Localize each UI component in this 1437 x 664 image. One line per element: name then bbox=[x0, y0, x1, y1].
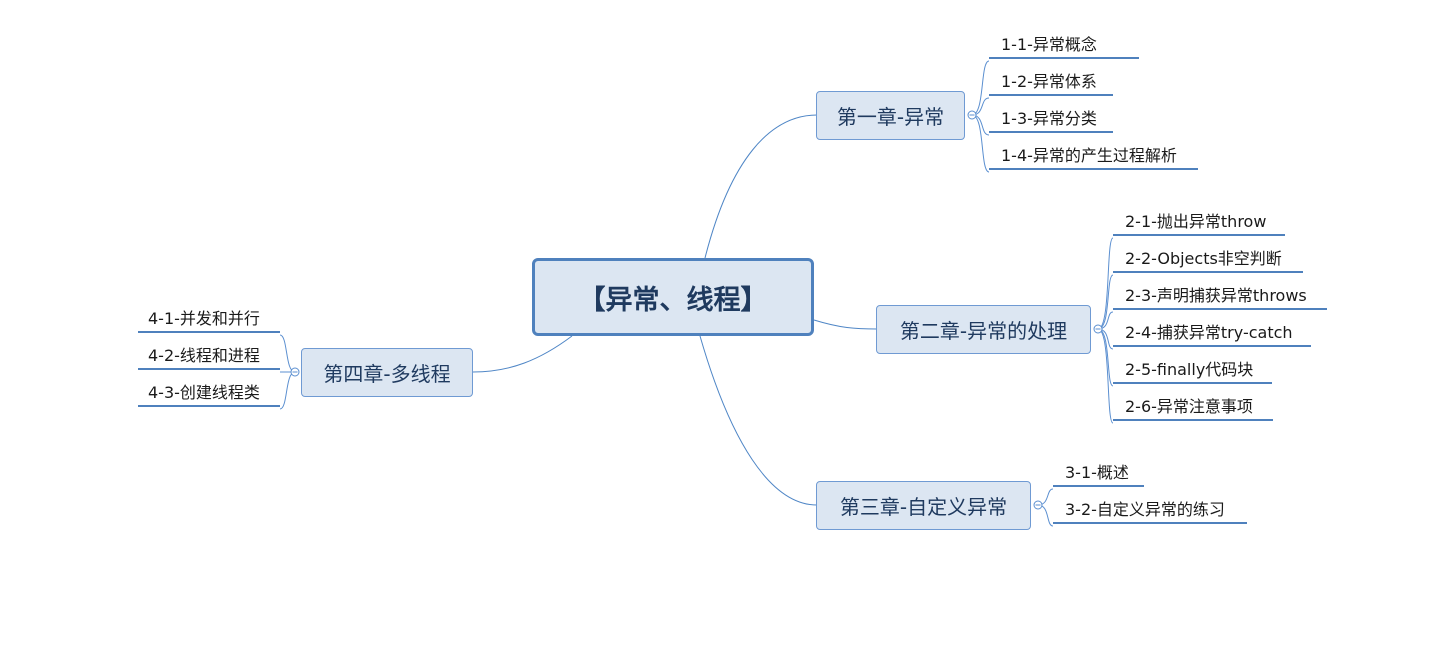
leaf-2-3-label: 2-3-声明捕获异常throws bbox=[1125, 286, 1307, 305]
leaf-2-5[interactable]: 2-5-finally代码块 bbox=[1113, 359, 1272, 384]
link-ch1-leaf1 bbox=[971, 60, 990, 116]
leaf-1-4-label: 1-4-异常的产生过程解析 bbox=[1001, 146, 1177, 165]
leaf-3-2[interactable]: 3-2-自定义异常的练习 bbox=[1053, 499, 1247, 524]
chapter-4-label: 第四章-多线程 bbox=[323, 362, 451, 386]
collapse-toggle-ch2[interactable] bbox=[1093, 324, 1103, 334]
leaf-4-3[interactable]: 4-3-创建线程类 bbox=[138, 382, 280, 407]
link-central-ch2 bbox=[813, 319, 878, 330]
leaf-1-1[interactable]: 1-1-异常概念 bbox=[989, 34, 1139, 59]
leaf-1-2-label: 1-2-异常体系 bbox=[1001, 72, 1097, 91]
leaf-2-1[interactable]: 2-1-抛出异常throw bbox=[1113, 211, 1285, 236]
central-topic[interactable]: 【异常、线程】 bbox=[532, 258, 814, 336]
link-ch4-leaf3 bbox=[279, 371, 296, 410]
collapse-toggles bbox=[290, 110, 1103, 510]
leaf-1-1-label: 1-1-异常概念 bbox=[1001, 35, 1097, 54]
central-topic-label: 【异常、线程】 bbox=[578, 284, 768, 316]
link-ch2-leaf6 bbox=[1097, 328, 1114, 424]
chapter-3-topic[interactable]: 第三章-自定义异常 bbox=[816, 481, 1031, 530]
leaf-2-1-label: 2-1-抛出异常throw bbox=[1125, 212, 1267, 231]
leaf-1-3-label: 1-3-异常分类 bbox=[1001, 109, 1097, 128]
link-ch2-leaf2 bbox=[1097, 274, 1114, 330]
leaf-2-2[interactable]: 2-2-Objects非空判断 bbox=[1113, 248, 1303, 273]
collapse-toggle-ch3[interactable] bbox=[1033, 500, 1043, 510]
leaf-3-2-label: 3-2-自定义异常的练习 bbox=[1065, 500, 1225, 519]
leaf-4-1-label: 4-1-并发和并行 bbox=[148, 309, 260, 328]
leaf-2-3[interactable]: 2-3-声明捕获异常throws bbox=[1113, 285, 1327, 310]
leaf-2-6[interactable]: 2-6-异常注意事项 bbox=[1113, 396, 1273, 421]
leaf-4-1[interactable]: 4-1-并发和并行 bbox=[138, 308, 280, 333]
leaf-2-4-label: 2-4-捕获异常try-catch bbox=[1125, 323, 1293, 342]
leaf-3-1-label: 3-1-概述 bbox=[1065, 463, 1129, 482]
leaf-2-2-label: 2-2-Objects非空判断 bbox=[1125, 249, 1282, 268]
collapse-toggle-ch1[interactable] bbox=[967, 110, 977, 120]
link-ch2-leaf5 bbox=[1097, 328, 1114, 387]
chapter-2-topic[interactable]: 第二章-异常的处理 bbox=[876, 305, 1091, 354]
link-ch2-leaf1 bbox=[1097, 237, 1114, 330]
chapter-2-label: 第二章-异常的处理 bbox=[899, 319, 1068, 343]
leaf-4-3-label: 4-3-创建线程类 bbox=[148, 383, 260, 402]
leaf-4-2-label: 4-2-线程和进程 bbox=[148, 346, 260, 365]
chapter-1-topic[interactable]: 第一章-异常 bbox=[816, 91, 965, 140]
link-ch4-leaf1 bbox=[279, 334, 296, 373]
leaf-1-4[interactable]: 1-4-异常的产生过程解析 bbox=[989, 145, 1198, 170]
chapter-3-label: 第三章-自定义异常 bbox=[839, 495, 1008, 519]
leaf-4-2[interactable]: 4-2-线程和进程 bbox=[138, 345, 280, 370]
chapter-1-label: 第一章-异常 bbox=[836, 105, 945, 129]
link-ch1-leaf4 bbox=[971, 114, 990, 173]
leaf-2-4[interactable]: 2-4-捕获异常try-catch bbox=[1113, 322, 1311, 347]
link-central-ch1 bbox=[704, 114, 818, 259]
leaf-3-1[interactable]: 3-1-概述 bbox=[1053, 462, 1144, 487]
leaf-2-5-label: 2-5-finally代码块 bbox=[1125, 360, 1254, 379]
link-central-ch3 bbox=[699, 335, 818, 506]
collapse-toggle-ch4[interactable] bbox=[290, 367, 300, 377]
leaf-1-2[interactable]: 1-2-异常体系 bbox=[989, 71, 1113, 96]
leaf-1-3[interactable]: 1-3-异常分类 bbox=[989, 108, 1113, 133]
link-central-ch4 bbox=[472, 335, 573, 373]
leaf-2-6-label: 2-6-异常注意事项 bbox=[1125, 397, 1253, 416]
chapter-4-topic[interactable]: 第四章-多线程 bbox=[301, 348, 473, 397]
